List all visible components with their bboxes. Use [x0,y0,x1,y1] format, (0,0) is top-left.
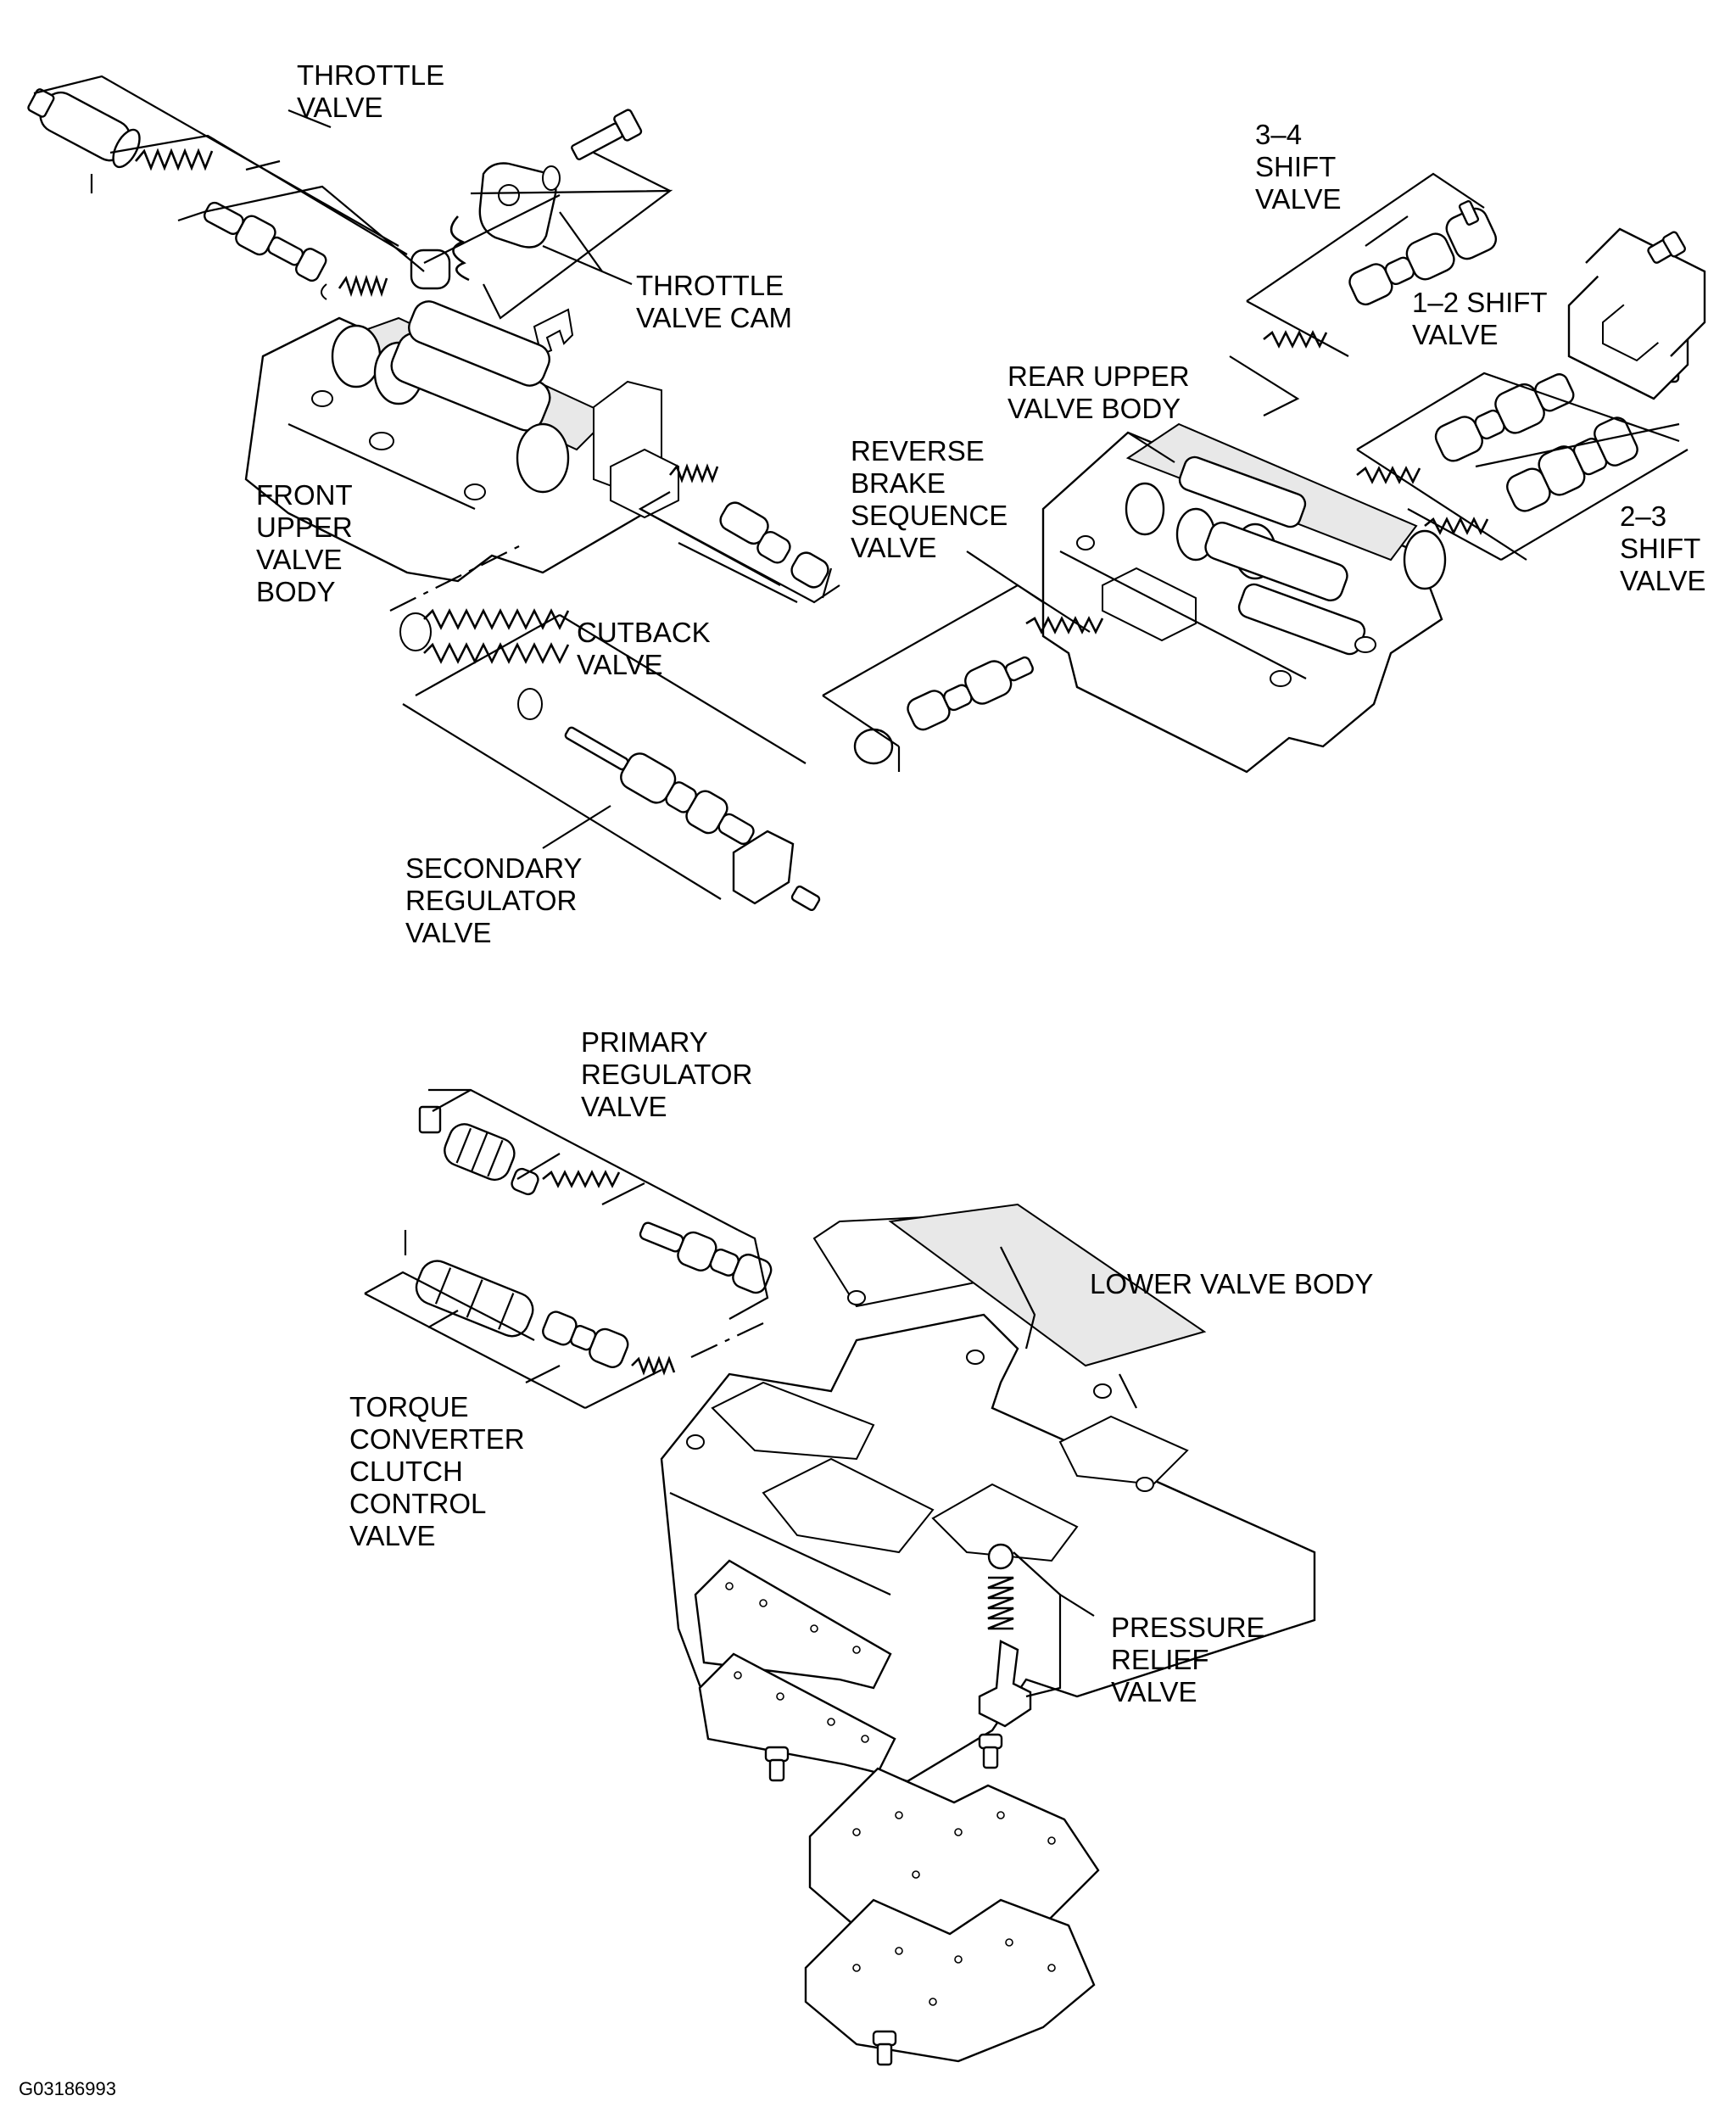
label-throttle-valve: THROTTLE VALVE [297,59,444,124]
label-line: TORQUE [349,1391,469,1422]
primary-regulator-valve [639,1221,773,1294]
label-line: CUTBACK [577,617,711,648]
label-line: THROTTLE [636,270,784,301]
throttle-cam-bolt [571,109,643,160]
tcc-control-valve [542,1310,629,1368]
label-line: VALVE [851,532,937,563]
label-line: VALVE [581,1091,667,1122]
label-line: THROTTLE [297,59,445,91]
label-line: 3–4 [1255,119,1303,150]
throttle-valve-sleeve [27,88,141,169]
throttle-spring [135,148,214,171]
relief-ball [987,1543,1014,1570]
rear-upper-valve-body [1041,422,1447,774]
primary-regulator-sleeve [444,1123,516,1182]
throttle-valve-cam [410,162,557,290]
label-line: VALVE [577,649,663,680]
label-line: VALVE [1620,565,1706,596]
label-line: PRIMARY [581,1026,708,1058]
label-line: SECONDARY [405,852,583,884]
label-rear-upper-valve-body: REAR UPPER VALVE BODY [1008,360,1190,425]
lower-gasket-a [694,1559,892,1690]
label-line: REVERSE [851,435,985,467]
label-reverse-brake-sequence-valve: REVERSE BRAKE SEQUENCE VALVE [851,435,1008,564]
label-secondary-regulator-valve: SECONDARY REGULATOR VALVE [405,852,582,949]
shift-valve-2-3 [1506,416,1638,512]
label-line: VALVE [1111,1676,1197,1707]
label-line: SEQUENCE [851,500,1008,531]
label-cutback-valve: CUTBACK VALVE [577,617,711,681]
lower-cover-plate [804,1898,1096,2063]
label-throttle-valve-cam: THROTTLE VALVE CAM [636,270,792,334]
label-line: VALVE CAM [636,302,792,333]
label-primary-regulator-valve: PRIMARY REGULATOR VALVE [581,1026,752,1123]
label-line: SHIFT [1255,151,1337,182]
label-line: REAR UPPER [1008,360,1190,392]
separator-plate [808,1767,1100,1948]
label-line: VALVE [256,544,343,575]
rear-upper-valve-body-group [822,172,1706,774]
label-2-3-shift-valve: 2–3 SHIFT VALVE [1620,500,1706,597]
label-pressure-relief-valve: PRESSURE RELIEF VALVE [1111,1612,1265,1708]
label-3-4-shift-valve: 3–4 SHIFT VALVE [1255,119,1342,215]
label-front-upper-valve-body: FRONT UPPER VALVE BODY [256,479,353,608]
lower-valve-body [660,1203,1316,1783]
label-line: FRONT [256,479,353,511]
figure-code: G03186993 [19,2078,116,2099]
rear-end-plate [1567,227,1706,400]
label-line: REGULATOR [581,1059,753,1090]
tcc-control-sleeve [415,1260,534,1338]
secondary-regulator-cover [732,830,795,905]
label-line: VALVE BODY [1008,393,1181,424]
label-line: RELIEF [1111,1644,1209,1675]
lower-valve-body-group [364,1088,1316,2066]
label-line: VALVE [297,92,383,123]
label-line: CLUTCH [349,1456,463,1487]
front-upper-valve-body [244,300,679,583]
label-1-2-shift-valve: 1–2 SHIFT VALVE [1412,287,1548,351]
label-line: VALVE [1412,319,1499,350]
label-line: LOWER VALVE BODY [1090,1268,1374,1299]
label-line: VALVE [1255,183,1342,215]
label-lower-valve-body: LOWER VALVE BODY [1090,1268,1373,1300]
label-line: REGULATOR [405,885,578,916]
label-line: VALVE [349,1520,436,1551]
label-line: BODY [256,576,336,607]
label-line: CONTROL [349,1488,487,1519]
label-line: BRAKE [851,467,946,499]
label-line: PRESSURE [1111,1612,1265,1643]
front-upper-valve-body-group [27,75,840,912]
label-line: 2–3 [1620,500,1667,532]
secondary-regulator-spring [399,608,570,720]
label-torque-converter-clutch-control-valve: TORQUE CONVERTER CLUTCH CONTROL VALVE [349,1391,525,1552]
label-line: UPPER [256,511,353,543]
label-line: SHIFT [1620,533,1701,564]
relief-valve-retainer [978,1640,1032,1728]
reverse-brake-sequence-valve [907,656,1034,731]
label-line: 1–2 SHIFT [1412,287,1548,318]
label-line: CONVERTER [349,1423,525,1455]
label-line: VALVE [405,917,492,948]
secondary-regulator-valve [564,726,755,846]
